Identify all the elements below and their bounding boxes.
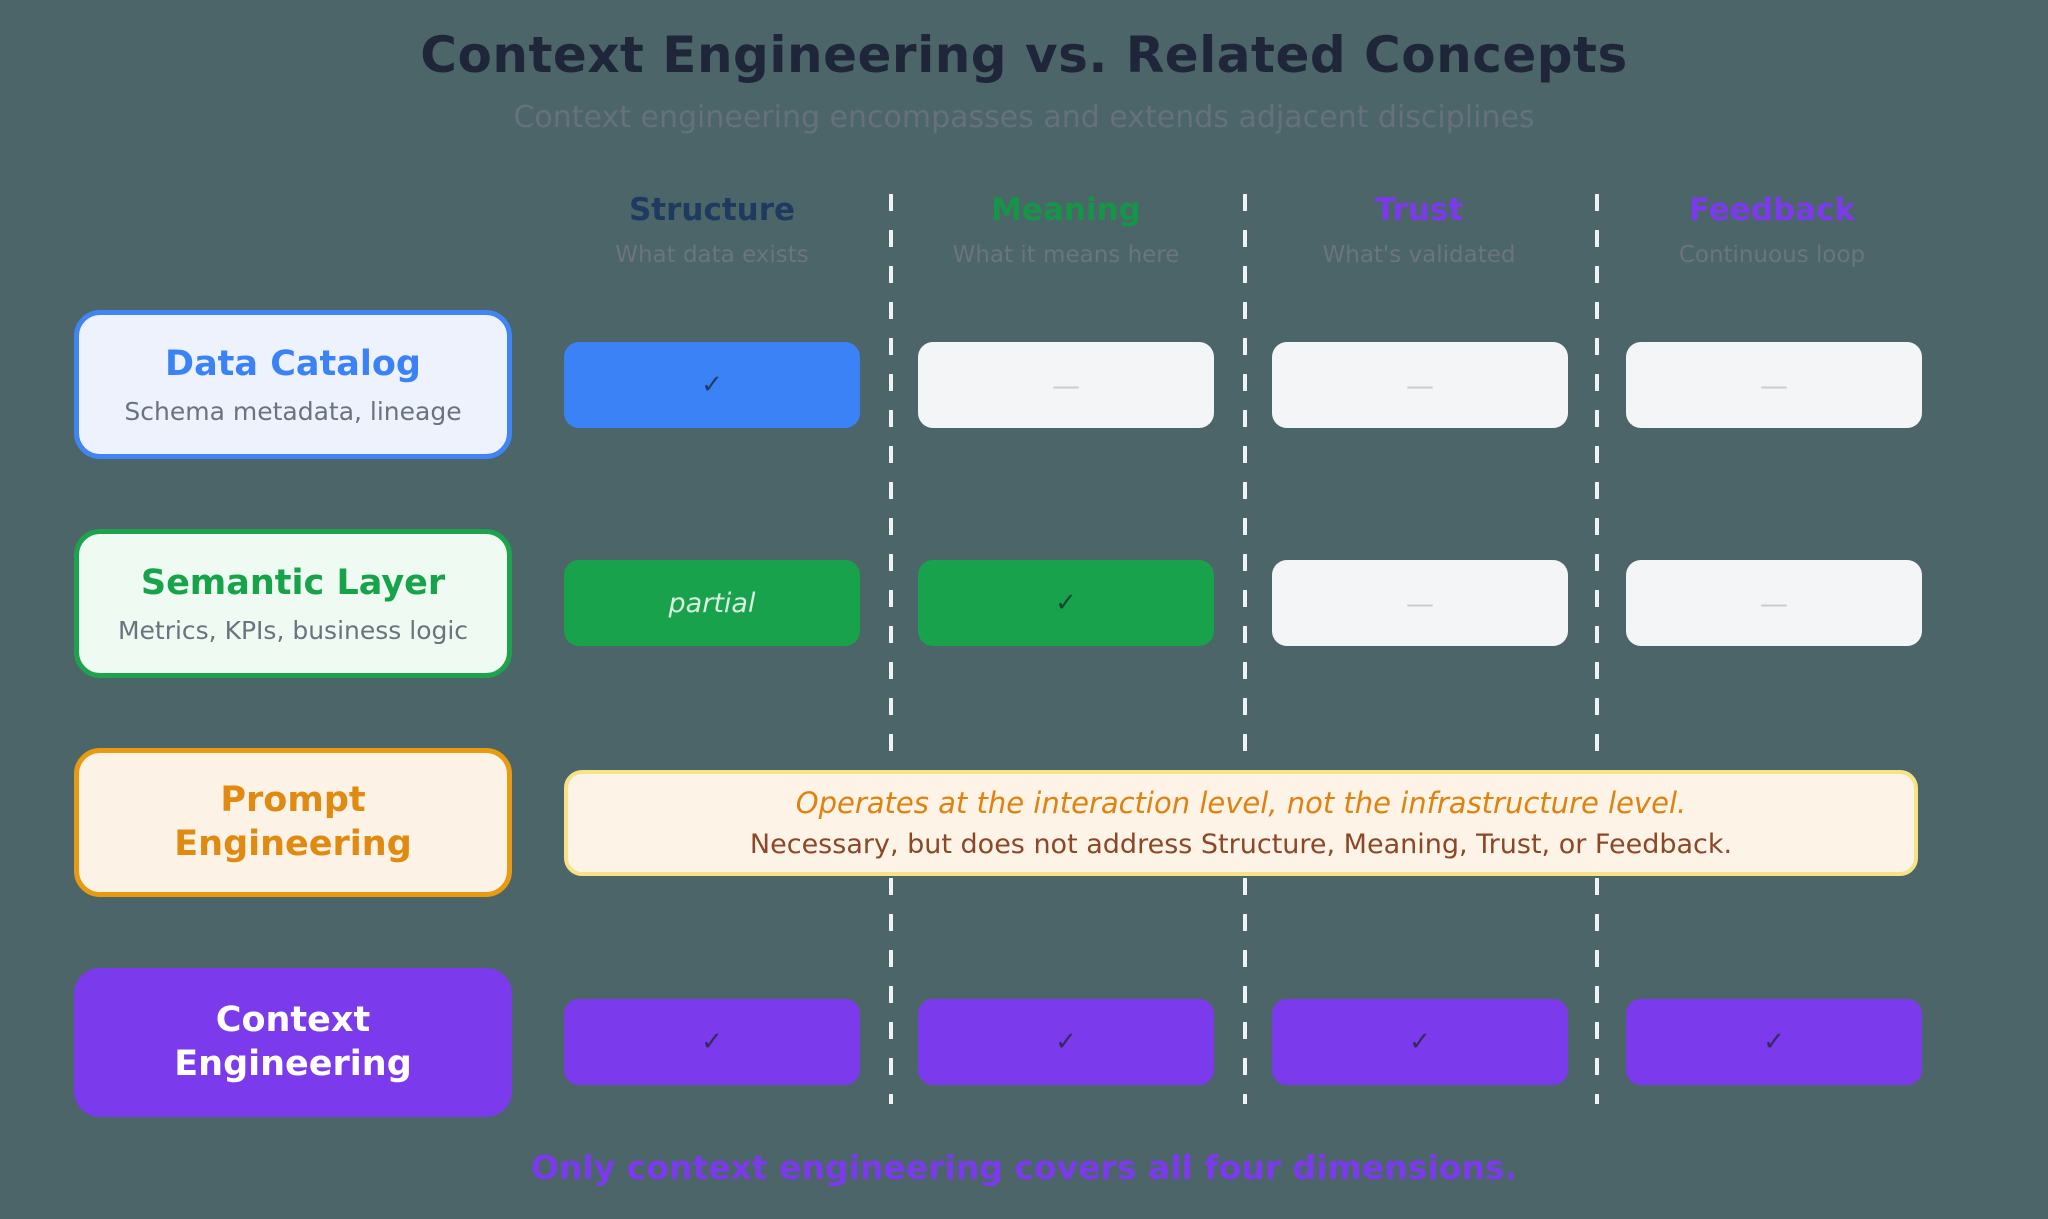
column-sublabel: What it means here [952, 242, 1180, 268]
column-label: Structure [628, 192, 796, 228]
cell-data-catalog-trust: — [1272, 342, 1568, 428]
check-icon: ✓ [701, 1027, 723, 1057]
row-card-context-engineering: Context Engineering [74, 968, 512, 1117]
check-icon: ✓ [1055, 1027, 1077, 1057]
cell-data-catalog-feedback: — [1626, 342, 1922, 428]
row-title: Semantic Layer [140, 563, 446, 604]
cell-context-engineering-feedback: ✓ [1626, 999, 1922, 1085]
column-separator [889, 194, 893, 1104]
bottom-caption: Only context engineering covers all four… [530, 1148, 1518, 1187]
row-title: Context Engineering [174, 999, 412, 1084]
cell-context-engineering-trust: ✓ [1272, 999, 1568, 1085]
dash-icon: — [1760, 368, 1788, 402]
dash-icon: — [1760, 586, 1788, 620]
column-sublabel: Continuous loop [1678, 242, 1866, 268]
cell-semantic-layer-meaning: ✓ [918, 560, 1214, 646]
column-header-meaning: Meaning What it means here [896, 192, 1236, 268]
check-icon: ✓ [701, 370, 723, 400]
row-card-semantic-layer: Semantic Layer Metrics, KPIs, business l… [74, 529, 512, 678]
cell-context-engineering-structure: ✓ [564, 999, 860, 1085]
column-header-structure: Structure What data exists [542, 192, 882, 268]
row-title: Prompt Engineering [174, 779, 412, 864]
note-line-1: Operates at the interaction level, not t… [795, 786, 1687, 820]
check-icon: ✓ [1409, 1027, 1431, 1057]
row-card-prompt-engineering: Prompt Engineering [74, 748, 512, 897]
column-header-trust: Trust What's validated [1249, 192, 1589, 268]
row-title: Data Catalog [165, 344, 421, 385]
cell-context-engineering-meaning: ✓ [918, 999, 1214, 1085]
cell-data-catalog-meaning: — [918, 342, 1214, 428]
cell-semantic-layer-feedback: — [1626, 560, 1922, 646]
row-description: Schema metadata, lineage [124, 396, 462, 426]
row-card-data-catalog: Data Catalog Schema metadata, lineage [74, 310, 512, 459]
page-title: Context Engineering vs. Related Concepts [420, 26, 1628, 84]
dash-icon: — [1406, 368, 1434, 402]
column-label: Meaning [991, 192, 1141, 228]
partial-label: partial [668, 587, 756, 619]
column-sublabel: What's validated [1322, 242, 1516, 268]
prompt-engineering-note: Operates at the interaction level, not t… [564, 770, 1918, 876]
column-label: Trust [1374, 192, 1464, 228]
note-line-2: Necessary, but does not address Structur… [749, 829, 1733, 860]
column-label: Feedback [1688, 192, 1856, 228]
check-icon: ✓ [1763, 1027, 1785, 1057]
dash-icon: — [1406, 586, 1434, 620]
column-header-feedback: Feedback Continuous loop [1602, 192, 1942, 268]
page-subtitle: Context engineering encompasses and exte… [513, 100, 1535, 135]
column-separator [1243, 194, 1247, 1104]
column-separator [1595, 194, 1599, 1104]
dash-icon: — [1052, 368, 1080, 402]
check-icon: ✓ [1055, 588, 1077, 618]
cell-semantic-layer-trust: — [1272, 560, 1568, 646]
cell-data-catalog-structure: ✓ [564, 342, 860, 428]
row-description: Metrics, KPIs, business logic [117, 615, 469, 645]
column-sublabel: What data exists [615, 242, 809, 268]
cell-semantic-layer-structure: partial [564, 560, 860, 646]
